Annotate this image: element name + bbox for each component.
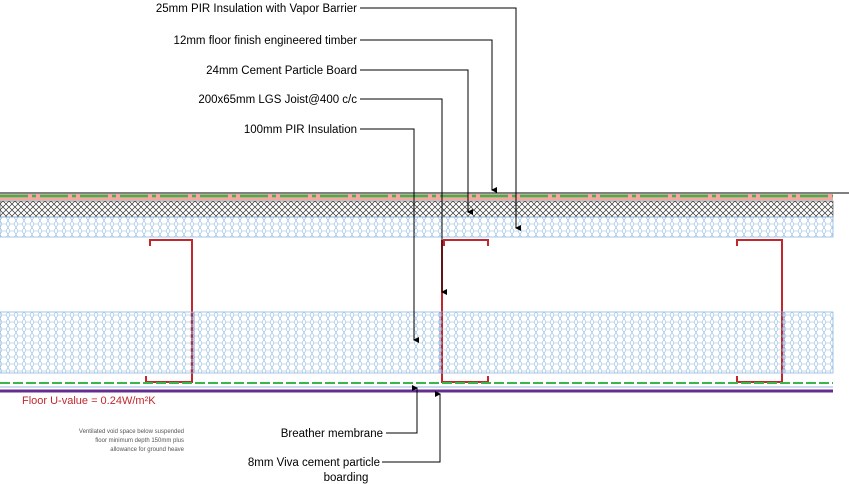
leader-joist — [360, 98, 447, 295]
leader-breather — [386, 385, 418, 434]
joist-2 — [441, 239, 489, 383]
callout-labels: 25mm PIR Insulation with Vapor Barrier 1… — [156, 3, 383, 484]
label-viva-line1: 8mm Viva cement particle — [248, 457, 380, 469]
label-breather: Breather membrane — [281, 428, 383, 440]
label-floor-finish: 12mm floor finish engineered timber — [174, 35, 358, 47]
note-line-2: floor minimum depth 150mm plus — [95, 438, 184, 444]
label-joist: 200x65mm LGS Joist@400 c/c — [198, 94, 357, 106]
top-floor-layers — [0, 192, 849, 238]
leader-vapor-barrier — [360, 7, 521, 231]
label-viva-line2: boarding — [324, 472, 369, 484]
leader-cement-board — [360, 69, 473, 215]
leader-lines — [360, 7, 521, 463]
label-cement-board: 24mm Cement Particle Board — [206, 65, 357, 77]
leader-pir-100 — [360, 128, 419, 343]
lgs-joists — [145, 239, 783, 383]
label-pir-100: 100mm PIR Insulation — [244, 124, 357, 136]
label-vapor-barrier: 25mm PIR Insulation with Vapor Barrier — [156, 3, 357, 15]
leader-viva — [382, 391, 441, 463]
note-line-1: Ventilated void space below suspended — [79, 429, 184, 435]
leader-floor-finish — [360, 39, 497, 193]
joist-3 — [736, 239, 783, 383]
void-note: Ventilated void space below suspended fl… — [79, 429, 185, 453]
cement-board-layer — [0, 200, 834, 218]
pir-100-layer — [0, 311, 834, 374]
u-value-label: Floor U-value = 0.24W/m²K — [22, 395, 156, 407]
pir-25-layer — [0, 216, 834, 238]
note-line-3: allowance for ground heave — [110, 447, 184, 453]
joist-1 — [145, 239, 193, 383]
